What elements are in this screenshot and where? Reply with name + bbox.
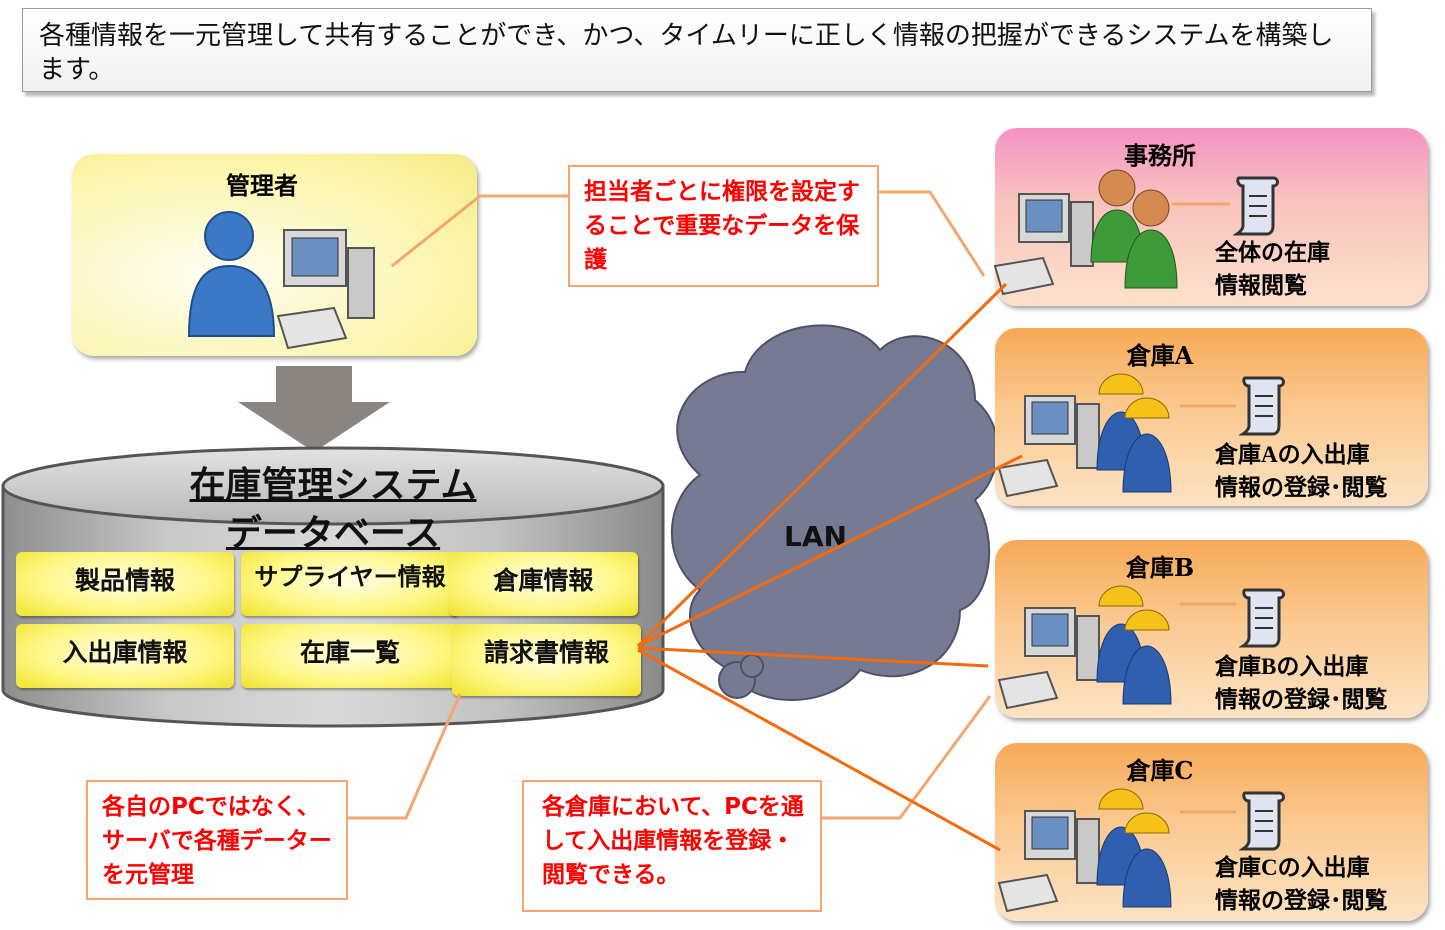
warehouse-c-panel: 倉庫C 倉庫Cの入出庫 情報の登録･閲覧 <box>995 743 1428 921</box>
warehouse-c-workers-pc-icon <box>997 788 1172 913</box>
warehouse-a-desc-line2: 情報の登録･閲覧 <box>1215 475 1388 500</box>
db-cell-warehouse: 倉庫情報 <box>449 552 638 616</box>
db-title-line1: 在庫管理システム <box>189 465 477 506</box>
db-cell-product: 製品情報 <box>16 552 234 616</box>
admin-user-pc-icon <box>187 211 375 350</box>
down-arrow <box>238 366 390 452</box>
lan-label: LAN <box>784 520 847 553</box>
db-cell-supplier: サプライヤー情報 <box>241 552 459 616</box>
lan-cloud <box>670 324 999 701</box>
document-icon <box>1239 791 1285 851</box>
warehouse-c-desc-line1: 倉庫Cの入出庫 <box>1215 855 1370 880</box>
warehouse-a-title: 倉庫A <box>1126 341 1194 370</box>
office-desc-line2: 情報閲覧 <box>1215 273 1307 298</box>
db-cell-stock-list: 在庫一覧 <box>241 624 459 688</box>
intro-banner: 各種情報を一元管理して共有することができ、かつ、タイムリーに正しく情報の把握がで… <box>22 8 1372 92</box>
db-title-line2: データベース <box>225 513 441 554</box>
admin-title: 管理者 <box>226 172 298 200</box>
warehouse-a-desc-line1: 倉庫Aの入出庫 <box>1215 442 1370 467</box>
warehouse-b-workers-pc-icon <box>997 585 1172 710</box>
office-title: 事務所 <box>1124 141 1196 170</box>
db-cell-invoice: 請求書情報 <box>452 624 641 696</box>
callout-warehouse: 各倉庫において、PCを通して入出庫情報を登録・閲覧できる。 <box>522 780 822 912</box>
warehouse-b-panel: 倉庫B 倉庫Bの入出庫 情報の登録･閲覧 <box>995 540 1428 718</box>
document-icon <box>1233 176 1279 236</box>
callout-server: 各自のPCではなく、サーバで各種データーを元管理 <box>86 780 348 900</box>
warehouse-b-title: 倉庫B <box>1125 553 1195 582</box>
warehouse-a-panel: 倉庫A 倉庫Aの入出庫 情報の登録･閲覧 <box>995 328 1428 506</box>
office-desc-line1: 全体の在庫 <box>1215 240 1330 265</box>
db-cell-inout: 入出庫情報 <box>16 624 234 688</box>
document-icon <box>1239 588 1285 648</box>
office-panel: 事務所 全体の在庫 情報閲覧 <box>993 128 1428 306</box>
warehouse-b-desc-line2: 情報の登録･閲覧 <box>1215 687 1388 712</box>
warehouse-c-desc-line2: 情報の登録･閲覧 <box>1215 888 1388 913</box>
office-staff-pc-icon <box>993 169 1178 296</box>
callout-permissions: 担当者ごとに権限を設定することで重要なデータを保護 <box>568 165 879 287</box>
warehouse-b-desc-line1: 倉庫Bの入出庫 <box>1215 654 1369 679</box>
admin-panel: 管理者 <box>72 154 477 356</box>
warehouse-a-workers-pc-icon <box>997 373 1172 498</box>
warehouse-c-title: 倉庫C <box>1126 756 1194 785</box>
document-icon <box>1239 376 1285 436</box>
